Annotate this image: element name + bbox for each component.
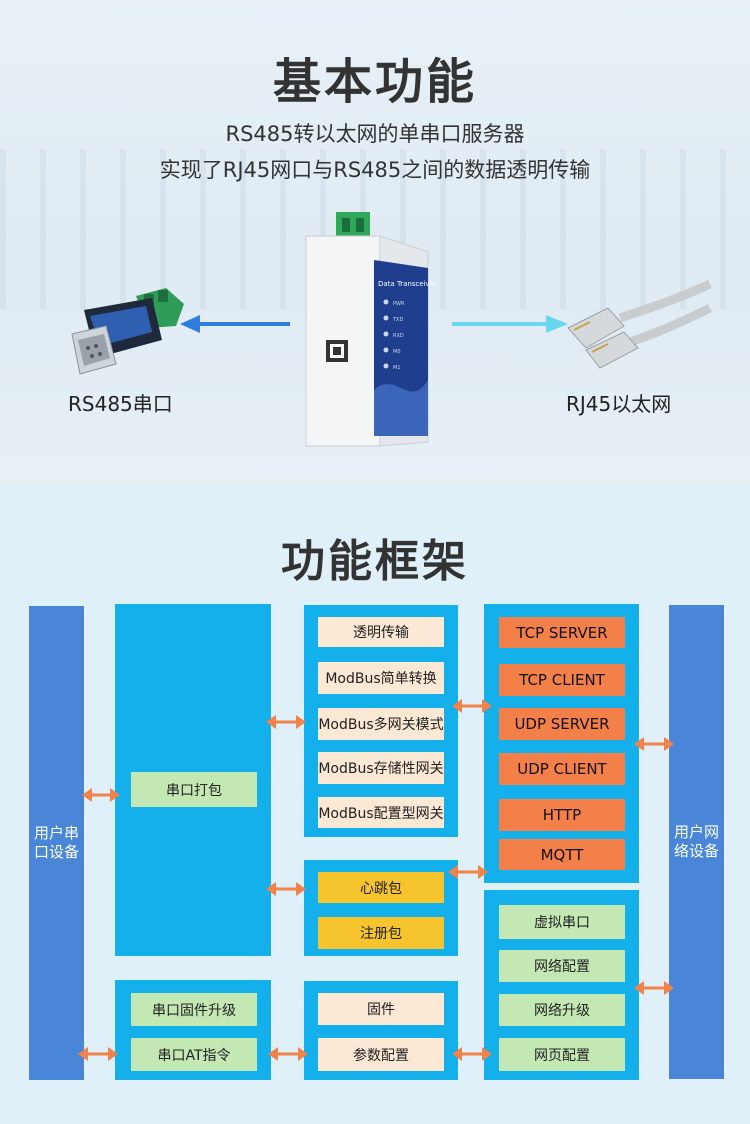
function-framework-title: 功能框架 (281, 536, 469, 587)
protocol-item: UDP SERVER (499, 708, 625, 740)
modbus-item: 透明传输 (318, 617, 444, 647)
subtitle-line2: 实现了RJ45网口与RS485之间的数据透明传输 (159, 158, 591, 182)
rj45-ethernet-label: RJ45以太网 (566, 392, 672, 416)
serial-pack-item: 串口打包 (131, 772, 257, 807)
basic-function-title: 基本功能 (272, 54, 477, 110)
modbus-item: ModBus存储性网关 (318, 752, 444, 784)
serial-server-device-image: Data Transceiver PWR TXD RXD M0 M1 (305, 212, 437, 447)
double-arrow-icon (452, 1047, 492, 1061)
serial-at-command-item: 串口AT指令 (131, 1038, 257, 1071)
network-item: 网页配置 (499, 1038, 625, 1071)
user-serial-device-column: 用户串口设备 (29, 606, 84, 1080)
modbus-item: ModBus简单转换 (318, 662, 444, 694)
protocol-group (484, 604, 639, 883)
subtitle-line1: RS485转以太网的单串口服务器 (225, 122, 525, 146)
device-led-m0: M0 (393, 349, 401, 355)
double-arrow-icon (634, 981, 674, 995)
rj45-cable-image (567, 279, 713, 369)
double-arrow-icon (82, 788, 120, 802)
protocol-item: HTTP (499, 799, 625, 831)
device-led-rxd: RXD (393, 333, 404, 339)
protocol-item: UDP CLIENT (499, 753, 625, 785)
device-led-pwr: PWR (393, 301, 405, 307)
modbus-item: ModBus配置型网关 (318, 797, 444, 828)
protocol-item: TCP SERVER (499, 617, 625, 648)
user-serial-device-label: 用户串口设备 (33, 824, 79, 861)
device-led-m1: M1 (393, 365, 401, 371)
network-item: 网络升级 (499, 994, 625, 1026)
double-arrow-icon (78, 1047, 118, 1061)
double-arrow-icon (266, 715, 306, 729)
rs485-port-label: RS485串口 (68, 392, 173, 416)
double-arrow-icon (634, 737, 674, 751)
user-network-device-column: 用户网络设备 (669, 605, 724, 1079)
double-arrow-icon (452, 699, 492, 713)
double-arrow-icon (268, 1047, 308, 1061)
parameter-config-item: 参数配置 (318, 1038, 444, 1071)
modbus-item: ModBus多网关模式 (318, 708, 444, 740)
protocol-item: TCP CLIENT (499, 664, 625, 696)
device-panel-title: Data Transceiver (378, 280, 437, 288)
double-arrow-icon (448, 865, 488, 879)
arrow-right-icon (452, 315, 568, 333)
protocol-item: MQTT (499, 839, 625, 870)
rs485-adapter-image (71, 288, 184, 375)
firmware-item: 固件 (318, 993, 444, 1025)
network-item: 网络配置 (499, 950, 625, 982)
heartbeat-packet-item: 心跳包 (318, 872, 444, 903)
network-item: 虚拟串口 (499, 905, 625, 939)
serial-firmware-upgrade-item: 串口固件升级 (131, 993, 257, 1026)
double-arrow-icon (266, 882, 306, 896)
user-network-device-label: 用户网络设备 (673, 823, 719, 860)
register-packet-item: 注册包 (318, 917, 444, 949)
arrow-left-icon (180, 315, 290, 333)
device-led-txd: TXD (392, 317, 403, 323)
